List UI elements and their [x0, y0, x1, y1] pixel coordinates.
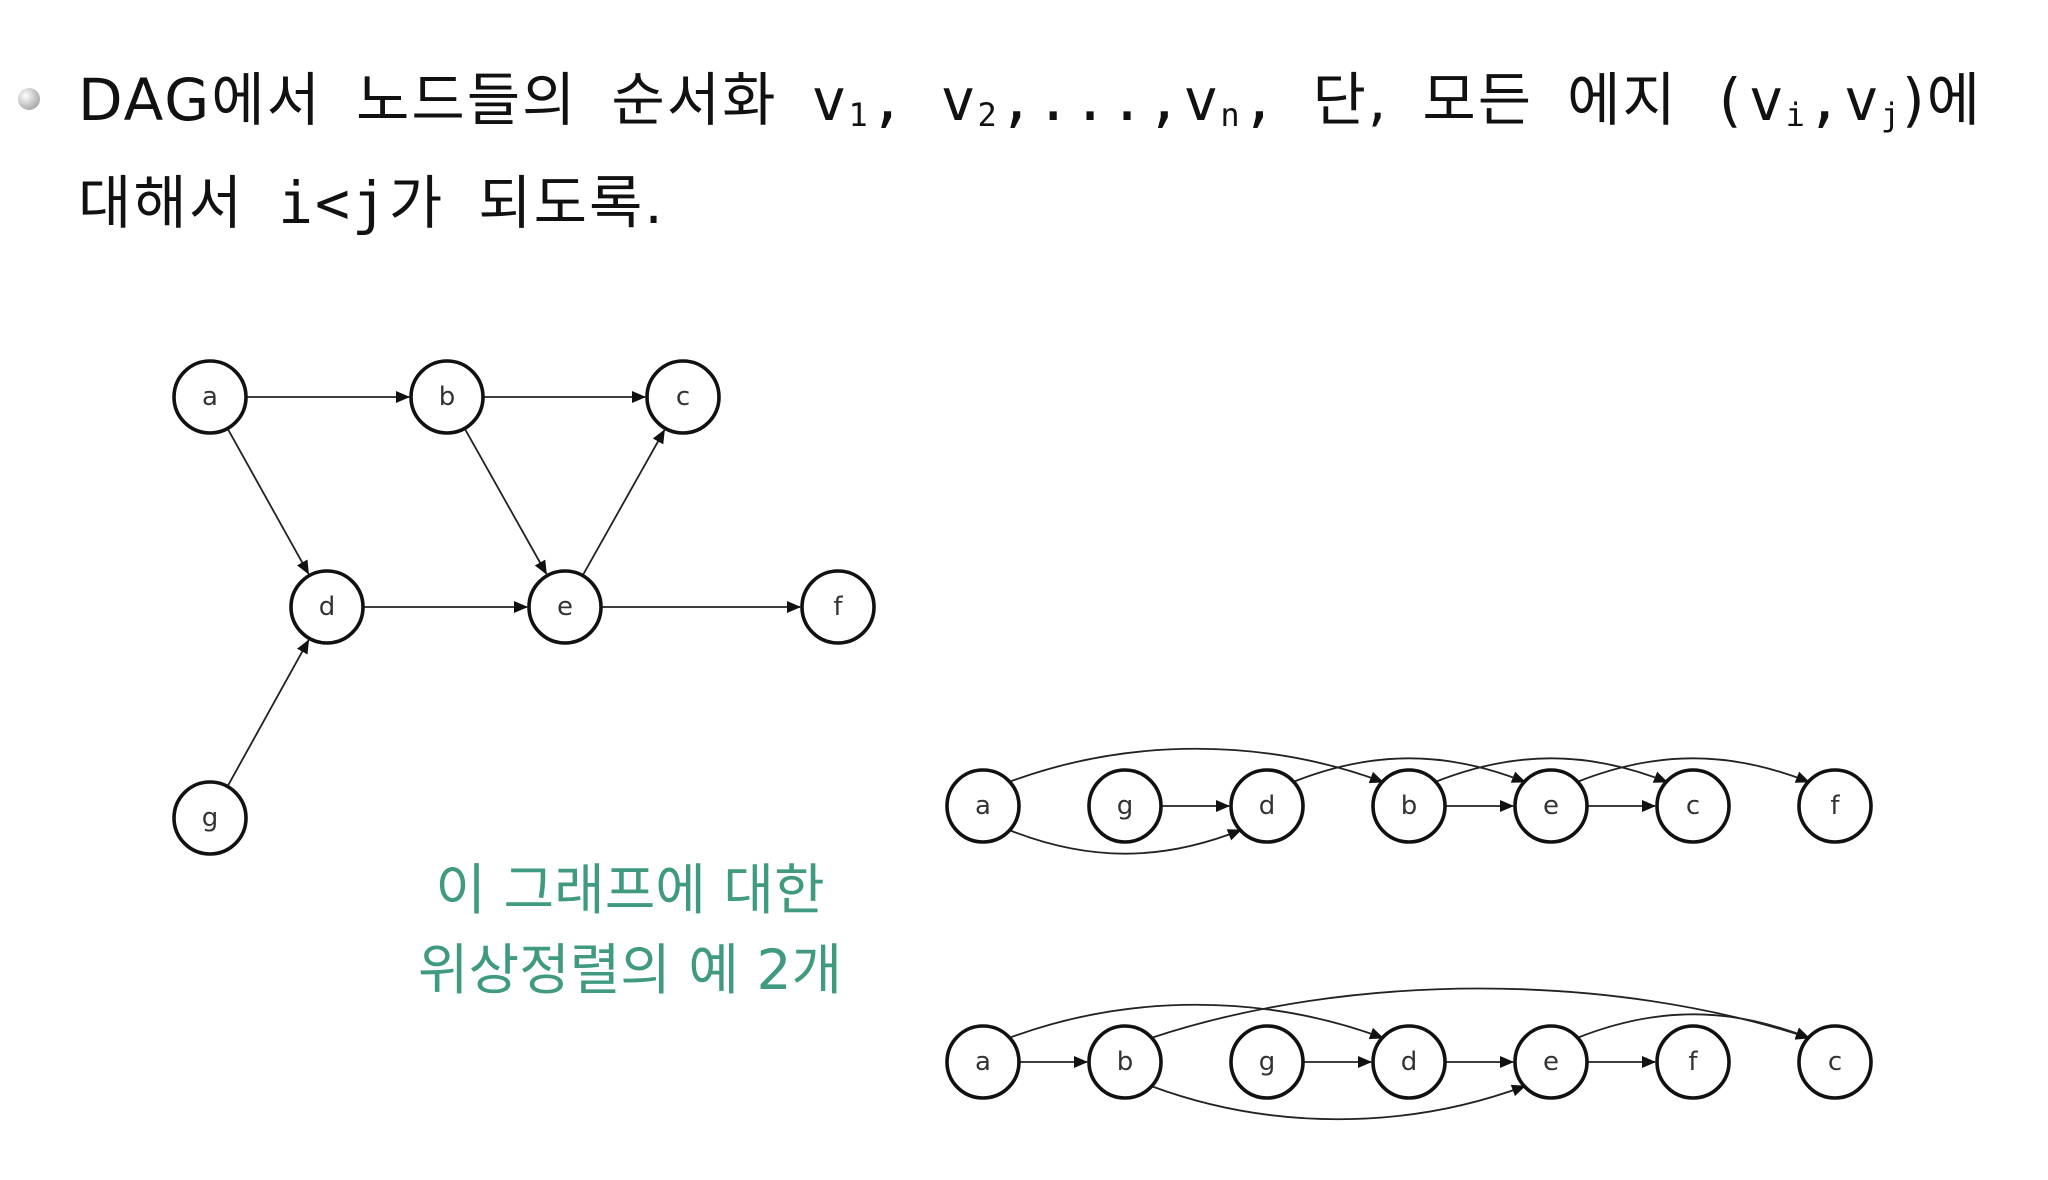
- word-ordering: 순서화: [611, 66, 778, 134]
- definition-line-1: DAG에서 노드들의 순서화 v1,v2,...,vn, 단, 모든 에지 (vi,vj)에: [78, 56, 2018, 159]
- caption-line-1: 이 그래프에 대한: [435, 858, 825, 922]
- ordering-2-edge-b-c: [1150, 987, 1810, 1040]
- node-sequence: v1,v2,...,vn,: [811, 66, 1279, 134]
- ordering-1-node-b: b: [1371, 768, 1447, 844]
- svg-text:g: g: [1117, 791, 1134, 821]
- word-all: 모든: [1422, 66, 1534, 134]
- svg-text:d: d: [1259, 791, 1276, 821]
- svg-text:c: c: [676, 382, 690, 412]
- svg-text:e: e: [557, 592, 573, 622]
- edge-pair: (vi,vj: [1711, 66, 1903, 134]
- ordering-1-node-d: d: [1229, 768, 1305, 844]
- index-condition: i<j: [278, 169, 389, 237]
- ordering-1-node-c: c: [1655, 768, 1731, 844]
- svg-text:g: g: [202, 803, 219, 833]
- definition-line-2: 대해서 i<j가 되도록.: [78, 159, 2018, 247]
- ordering-1-edge-e-f: [1576, 757, 1810, 783]
- edge-g-d: [226, 639, 310, 787]
- svg-text:b: b: [1401, 791, 1418, 821]
- svg-text:a: a: [202, 382, 218, 412]
- ordering-1-edge-b-c: [1434, 757, 1668, 783]
- node-g: g: [172, 780, 248, 856]
- edge-e-c: [581, 429, 666, 577]
- svg-text:b: b: [1117, 1047, 1134, 1077]
- node-e: e: [527, 569, 603, 645]
- edge-pair-suffix: )에: [1902, 66, 1983, 134]
- svg-text:d: d: [1401, 1047, 1418, 1077]
- ordering-1-node-g: g: [1087, 768, 1163, 844]
- svg-text:c: c: [1828, 1047, 1842, 1077]
- edge-b-e: [463, 427, 548, 575]
- ordering-1-edge-a-b: [1008, 747, 1384, 784]
- ordering-1-edge-a-d: [1008, 829, 1242, 855]
- ordering-2-node-g: g: [1229, 1024, 1305, 1100]
- word-for: 대해서: [78, 169, 245, 237]
- ordering-1-node-a: a: [945, 768, 1021, 844]
- word-edge: 에지: [1567, 66, 1678, 134]
- node-b: b: [409, 359, 485, 435]
- ordering-2-node-f: f: [1655, 1024, 1731, 1100]
- node-a: a: [172, 359, 248, 435]
- svg-text:f: f: [1830, 791, 1840, 821]
- ordering-1-node-e: e: [1513, 768, 1589, 844]
- ordering-2-edge-b-e: [1150, 1084, 1526, 1121]
- svg-text:c: c: [1686, 791, 1700, 821]
- ordering-1-node-f: f: [1797, 768, 1873, 844]
- ordering-2-node-e: e: [1513, 1024, 1589, 1100]
- ordering-2-edge-a-d: [1008, 1003, 1384, 1040]
- ordering-2-node-b: b: [1087, 1024, 1163, 1100]
- particle-ga: 가: [388, 169, 445, 237]
- svg-text:f: f: [833, 592, 843, 622]
- svg-text:a: a: [975, 1047, 991, 1077]
- svg-text:e: e: [1543, 1047, 1559, 1077]
- ordering-2-node-c: c: [1797, 1024, 1873, 1100]
- bullet-icon: [18, 88, 40, 110]
- svg-text:b: b: [439, 382, 456, 412]
- ordering-2-node-d: d: [1371, 1024, 1447, 1100]
- node-d: d: [289, 569, 365, 645]
- dag-prefix: DAG에서: [78, 66, 322, 134]
- ordering-2-node-a: a: [945, 1024, 1021, 1100]
- svg-text:e: e: [1543, 791, 1559, 821]
- ordering-1-edge-d-e: [1292, 757, 1526, 783]
- edge-a-d: [226, 428, 310, 575]
- svg-text:f: f: [1688, 1047, 1698, 1077]
- node-c: c: [645, 359, 721, 435]
- svg-text:g: g: [1259, 1047, 1276, 1077]
- word-condition: 단,: [1312, 66, 1389, 134]
- node-f: f: [800, 569, 876, 645]
- word-so-that: 되도록.: [478, 169, 665, 237]
- ordering-2-edge-e-c: [1576, 1013, 1810, 1039]
- caption: 이 그래프에 대한 위상정렬의 예 2개: [380, 850, 880, 1010]
- svg-text:a: a: [975, 791, 991, 821]
- word-nodes: 노드들의: [355, 66, 578, 134]
- caption-line-2: 위상정렬의 예 2개: [417, 938, 843, 1002]
- svg-text:d: d: [319, 592, 336, 622]
